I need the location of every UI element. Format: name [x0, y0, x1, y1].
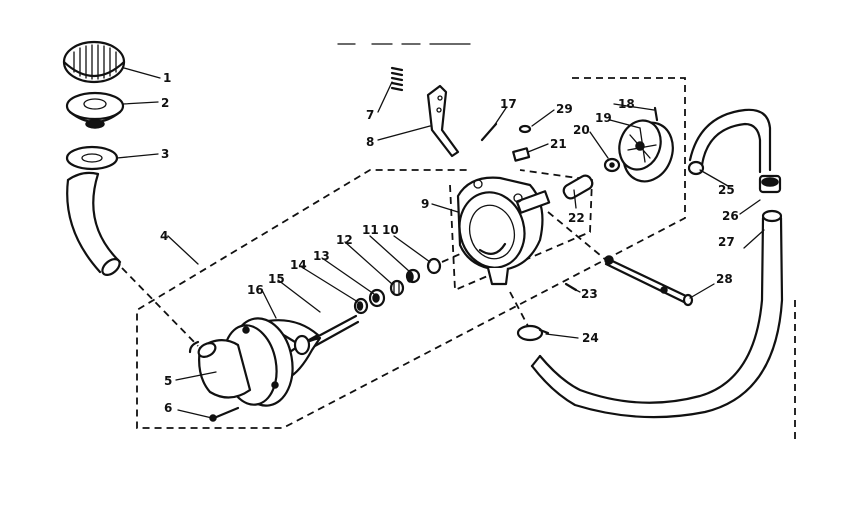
- pump-subassembly-outline: [449, 169, 593, 292]
- label-10: 10: [382, 223, 399, 237]
- label-19: 19: [595, 111, 612, 125]
- part-pulley: [618, 119, 674, 183]
- label-8: 8: [366, 135, 374, 149]
- label-24: 24: [582, 331, 599, 345]
- part-pump-housing: [456, 176, 551, 286]
- part-cap: [65, 91, 125, 129]
- part-seal-11: [405, 268, 421, 284]
- part-pin: [480, 122, 498, 142]
- label-20: 20: [573, 123, 590, 137]
- label-29: 29: [556, 102, 573, 116]
- label-12: 12: [336, 233, 353, 247]
- part-coupling: [562, 174, 594, 200]
- label-3: 3: [161, 147, 169, 161]
- label-11: 11: [362, 223, 379, 237]
- label-9: 9: [421, 197, 429, 211]
- label-17: 17: [500, 97, 517, 111]
- label-1: 1: [163, 71, 171, 85]
- label-25: 25: [718, 183, 735, 197]
- part-pulley-washer: [603, 157, 621, 173]
- label-23: 23: [581, 287, 598, 301]
- part-inlet-hose: [66, 171, 122, 277]
- part-small-washer: [518, 124, 532, 134]
- label-27: 27: [718, 235, 735, 249]
- part-washer: [65, 145, 119, 171]
- part-seal-12: [389, 279, 405, 297]
- assembly-outline: [136, 77, 686, 429]
- label-15: 15: [268, 272, 285, 286]
- part-bracket: [426, 84, 460, 158]
- rod-axis-line: [547, 211, 607, 261]
- part-rod: [604, 255, 694, 307]
- hose-leader-line: [121, 267, 199, 347]
- label-2: 2: [161, 96, 169, 110]
- label-26: 26: [722, 209, 739, 223]
- label-28: 28: [716, 272, 733, 286]
- clamp-leader-line: [509, 291, 529, 327]
- label-6: 6: [164, 401, 172, 415]
- part-clamp: [516, 324, 550, 342]
- part-screw: [653, 106, 659, 122]
- part-strainer: [62, 40, 126, 84]
- label-14: 14: [290, 258, 307, 272]
- label-21: 21: [550, 137, 567, 151]
- label-18: 18: [618, 97, 635, 111]
- part-spring: [390, 66, 404, 92]
- shaft-axis-line: [441, 253, 461, 263]
- part-upper-hose: [687, 108, 772, 176]
- part-number-labels: 1 2 3 4 5 6 7 8 9 10 11 12 13 14 15 16 1…: [160, 71, 739, 415]
- part-hose-connector: [758, 174, 782, 194]
- part-seal-10: [426, 257, 442, 275]
- label-16: 16: [247, 283, 264, 297]
- label-7: 7: [366, 108, 374, 122]
- part-cover-screw: [209, 406, 240, 422]
- label-5: 5: [164, 374, 172, 388]
- label-4: 4: [160, 229, 168, 243]
- part-pump-cover: [188, 317, 294, 407]
- label-13: 13: [313, 249, 330, 263]
- leader-lines: [116, 67, 765, 419]
- part-block: [512, 147, 531, 162]
- part-drain-hose: [530, 209, 796, 440]
- label-22: 22: [568, 211, 585, 225]
